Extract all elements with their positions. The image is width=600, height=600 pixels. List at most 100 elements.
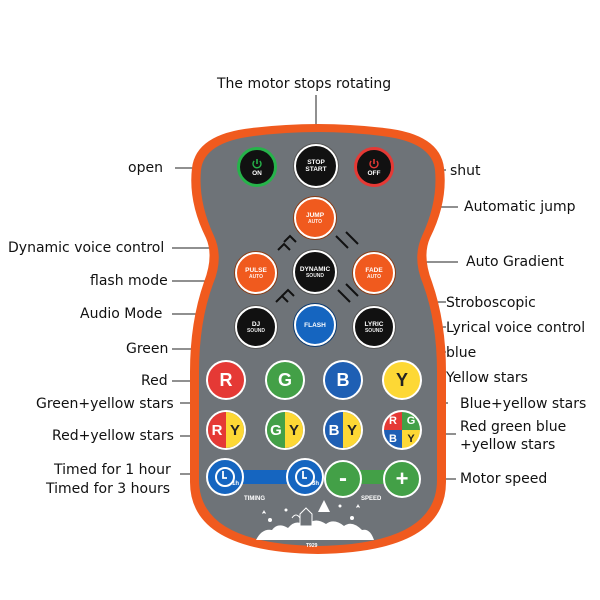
label-red-yellow-stars: Red+yellow stars <box>52 428 174 444</box>
landscape-icon <box>256 520 374 540</box>
label-automatic-jump: Automatic jump <box>464 199 576 215</box>
label-motor-stop: The motor stops rotating <box>217 76 392 92</box>
label-shut: shut <box>450 163 481 179</box>
lyric-sub-label: SOUND <box>364 327 384 334</box>
star-icon <box>268 518 272 522</box>
rgby-b: B <box>384 430 402 448</box>
chevron-down-right-icon <box>337 289 351 303</box>
start-label: START <box>305 166 327 173</box>
off-label: OFF <box>367 169 381 177</box>
chevron-down-right-icon <box>345 283 359 297</box>
label-dynamic-voice: Dynamic voice control <box>8 240 165 256</box>
rgby-r: R <box>384 412 402 430</box>
label-rgb-line2: +yellow stars <box>460 437 556 453</box>
red-button[interactable]: R <box>206 360 246 400</box>
fade-auto-button[interactable]: FADE AUTO <box>353 252 395 294</box>
timer-1h-button[interactable]: 1h <box>206 458 244 496</box>
dj-sub-label: SOUND <box>246 327 266 334</box>
power-icon <box>252 158 262 169</box>
lyric-sound-button[interactable]: LYRIC SOUND <box>353 306 395 348</box>
red-yellow-button[interactable]: R Y <box>206 410 246 450</box>
jump-auto-button[interactable]: JUMP AUTO <box>294 197 336 239</box>
jump-label: JUMP <box>305 211 325 219</box>
pulse-label: PULSE <box>245 266 267 274</box>
label-audio-mode: Audio Mode <box>80 306 163 322</box>
yellow-letter: Y <box>395 369 408 390</box>
flash-button[interactable]: FLASH <box>294 304 336 346</box>
label-green: Green <box>126 341 169 357</box>
moon-icon <box>291 514 301 519</box>
yellow-half: Y <box>285 412 303 448</box>
rgby-y: Y <box>402 430 420 448</box>
power-icon <box>369 158 379 169</box>
red-letter: R <box>219 369 233 390</box>
chevron-down-right-icon <box>345 231 359 245</box>
pulse-sub-label: AUTO <box>248 273 264 280</box>
star-icon <box>284 508 288 512</box>
on-label: ON <box>252 169 262 177</box>
label-open: open <box>128 160 163 176</box>
chevron-up-icon <box>275 294 289 303</box>
star-icon <box>356 504 360 508</box>
plus-label: + <box>395 466 409 491</box>
model-number: T929 <box>306 543 318 549</box>
green-yellow-button[interactable]: G Y <box>265 410 305 450</box>
blue-button[interactable]: B <box>323 360 363 400</box>
timer-3h-button[interactable]: 3h <box>286 458 324 496</box>
chevron-up-icon <box>281 288 295 297</box>
timer-1h-label: 1h <box>231 481 239 487</box>
stop-start-button[interactable]: STOP START <box>294 144 338 188</box>
star-icon <box>338 504 342 508</box>
label-lyrical-voice: Lyrical voice control <box>446 320 586 336</box>
jump-sub-label: AUTO <box>307 218 323 225</box>
timer-3h-label: 3h <box>311 481 319 487</box>
fade-label: FADE <box>365 266 383 274</box>
chevron-up-icon <box>277 242 291 251</box>
on-button[interactable]: ON <box>237 147 277 187</box>
red-half: R <box>208 412 226 448</box>
star-icon <box>262 510 266 514</box>
label-green-yellow-stars: Green+yellow stars <box>36 396 174 412</box>
chevron-up-icon <box>283 234 297 243</box>
house-icon <box>299 507 313 527</box>
off-button[interactable]: OFF <box>354 147 394 187</box>
label-stroboscopic: Stroboscopic <box>446 295 536 311</box>
clock-icon <box>215 467 235 487</box>
label-motor-speed: Motor speed <box>460 471 548 487</box>
label-blue-yellow-stars: Blue+yellow stars <box>460 396 587 412</box>
rgby-button[interactable]: R G B Y <box>382 410 422 450</box>
dynamic-sound-button[interactable]: DYNAMIC SOUND <box>293 250 337 294</box>
blue-half: B <box>325 412 343 448</box>
label-timed-3h: Timed for 3 hours <box>46 481 171 497</box>
tree-icon <box>318 500 330 512</box>
chevron-down-right-icon <box>335 235 349 249</box>
rgby-g: G <box>402 412 420 430</box>
dj-label: DJ <box>251 320 261 328</box>
yellow-button[interactable]: Y <box>382 360 422 400</box>
stop-label: STOP <box>307 159 325 166</box>
flash-label: FLASH <box>304 321 326 329</box>
yellow-half: Y <box>226 412 244 448</box>
dynamic-sub-label: SOUND <box>305 272 325 279</box>
minus-label: - <box>339 465 347 492</box>
lyric-label: LYRIC <box>364 320 384 328</box>
speed-caption: SPEED <box>361 496 382 502</box>
yellow-half: Y <box>343 412 361 448</box>
pulse-auto-button[interactable]: PULSE AUTO <box>235 252 277 294</box>
label-red: Red <box>141 373 168 389</box>
dynamic-label: DYNAMIC <box>299 265 331 273</box>
clock-icon <box>295 467 315 487</box>
green-letter: G <box>277 369 292 390</box>
blue-letter: B <box>336 369 350 390</box>
blue-yellow-button[interactable]: B Y <box>323 410 363 450</box>
label-blue: blue <box>446 345 477 361</box>
speed-plus-button[interactable]: + <box>383 460 421 498</box>
fade-sub-label: AUTO <box>366 273 382 280</box>
label-auto-gradient: Auto Gradient <box>466 254 564 270</box>
green-button[interactable]: G <box>265 360 305 400</box>
dj-sound-button[interactable]: DJ SOUND <box>235 306 277 348</box>
timing-caption: TIMING <box>244 496 265 502</box>
speed-minus-button[interactable]: - <box>324 460 362 498</box>
